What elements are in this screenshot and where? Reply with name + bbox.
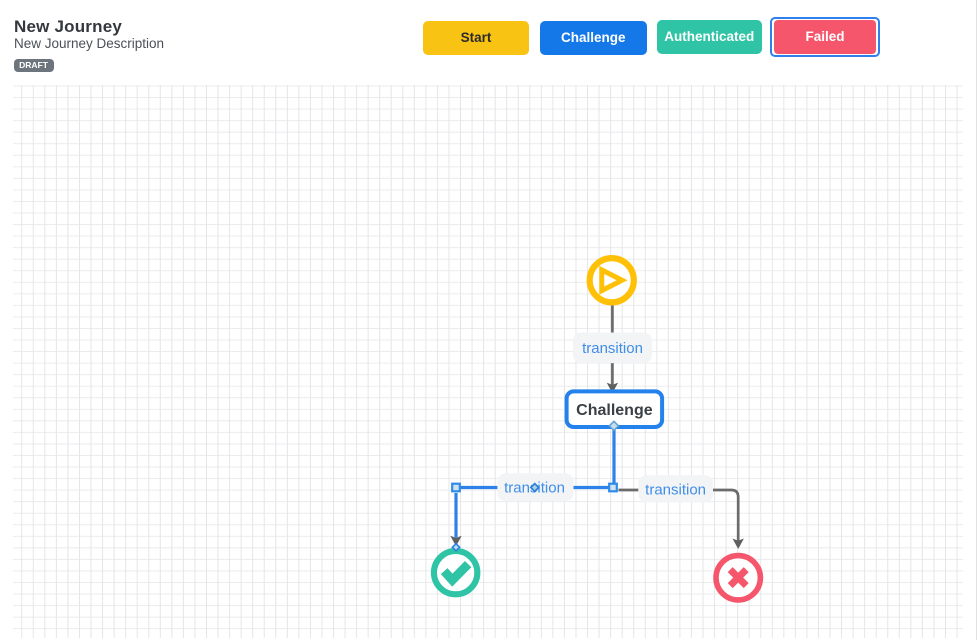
svg-text:Challenge: Challenge xyxy=(576,402,653,419)
svg-text:transition: transition xyxy=(582,340,643,357)
svg-text:transition: transition xyxy=(645,481,706,498)
